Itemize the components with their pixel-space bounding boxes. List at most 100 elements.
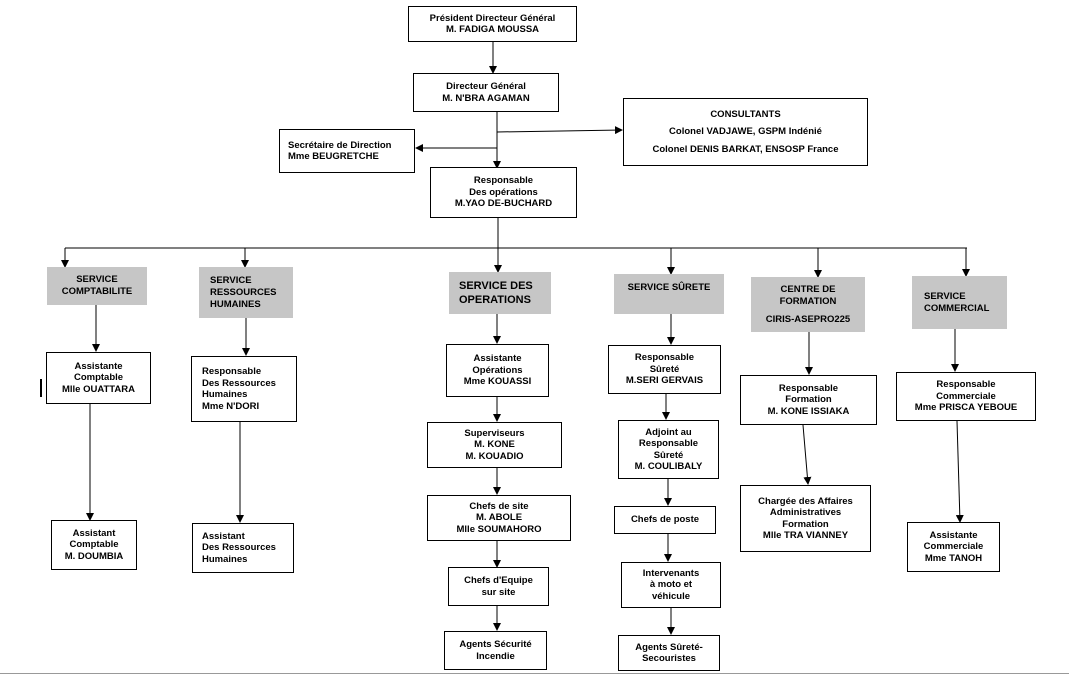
node-pdg: Président Directeur Général M. FADIGA MO… — [408, 6, 577, 42]
node-rh-responsable-l2: Des Ressources — [202, 377, 276, 389]
node-surete-agents-l2: Secouristes — [642, 653, 696, 664]
node-formation-responsable-l3: M. KONE ISSIAKA — [767, 405, 850, 417]
service-formation-line3: CIRIS-ASEPRO225 — [765, 313, 851, 325]
service-operations: SERVICE DES OPERATIONS — [449, 272, 551, 314]
node-dg-title: Directeur Général — [446, 81, 526, 92]
service-formation-line1: CENTRE DE — [780, 283, 836, 295]
service-commercial-line1: SERVICE — [924, 290, 966, 302]
node-compta-assistante-l1: Assistante — [74, 360, 123, 372]
node-commercial-responsable-l1: Responsable — [936, 379, 996, 391]
node-formation-responsable-l1: Responsable — [778, 382, 839, 394]
node-pdg-title: Président Directeur Général — [429, 12, 556, 24]
node-ops-agents-l1: Agents Sécurité — [459, 639, 532, 650]
node-compta-assistant: Assistant Comptable M. DOUMBIA — [51, 520, 137, 570]
service-comptabilite: SERVICE COMPTABILITE — [47, 267, 147, 305]
node-surete-responsable-l1: Responsable — [634, 352, 695, 364]
node-compta-assistante-l3: Mlle OUATTARA — [61, 383, 135, 395]
node-ops-chefs-site-l1: Chefs de site — [469, 500, 529, 512]
node-commercial-assistante-l2: Commerciale — [923, 541, 984, 553]
node-formation-chargee: Chargée des Affaires Administratives For… — [740, 485, 871, 552]
node-compta-assistant-l2: Comptable — [69, 539, 119, 551]
node-formation-responsable-l2: Formation — [785, 394, 832, 406]
service-operations-line2: OPERATIONS — [459, 294, 531, 306]
node-ops-chefs-equipe: Chefs d'Equipe sur site — [448, 567, 549, 606]
node-compta-assistant-l1: Assistant — [72, 527, 116, 539]
node-rh-responsable: Responsable Des Ressources Humaines Mme … — [191, 356, 297, 422]
node-dg-name: M. N'BRA AGAMAN — [442, 92, 530, 104]
node-ops-agents: Agents Sécurité Incendie — [444, 631, 547, 670]
consultant-2: Colonel DENIS BARKAT, ENSOSP France — [652, 143, 839, 155]
node-surete-responsable-l3: M.SERI GERVAIS — [625, 375, 704, 387]
service-formation: CENTRE DE FORMATION CIRIS-ASEPRO225 — [751, 277, 865, 332]
node-ops-agents-l2: Incendie — [476, 650, 515, 662]
node-commercial-assistante-l3: Mme TANOH — [924, 552, 983, 564]
node-surete-chefs-poste: Chefs de poste — [614, 506, 716, 534]
node-ops-chefs-site-l3: Mlle SOUMAHORO — [456, 523, 542, 535]
node-formation-chargee-l3: Formation — [782, 518, 829, 530]
node-formation-chargee-l2: Administratives — [769, 507, 842, 518]
service-operations-line1: SERVICE DES — [459, 280, 533, 292]
margin-mark — [40, 379, 42, 397]
node-surete-responsable: Responsable Sûreté M.SERI GERVAIS — [608, 345, 721, 394]
node-secretaire-name: Mme BEUGRETCHE — [288, 151, 379, 162]
node-ops-superviseurs: Superviseurs M. KONE M. KOUADIO — [427, 422, 562, 468]
node-surete-intervenants: Intervenants à moto et véhicule — [621, 562, 721, 608]
node-formation-chargee-l4: Mlle TRA VIANNEY — [762, 530, 849, 541]
node-commercial-assistante: Assistante Commerciale Mme TANOH — [907, 522, 1000, 572]
node-ops-head: Responsable Des opérations M.YAO DE-BUCH… — [430, 167, 577, 218]
node-ops-chefs-equipe-l1: Chefs d'Equipe — [464, 575, 533, 586]
node-surete-agents: Agents Sûreté- Secouristes — [618, 635, 720, 671]
node-secretaire-title: Secrétaire de Direction — [288, 139, 392, 151]
node-surete-adjoint-l1: Adjoint au — [645, 426, 692, 438]
node-rh-responsable-l1: Responsable — [202, 366, 262, 377]
node-ops-assistante-l1: Assistante — [473, 353, 522, 365]
node-consultants: CONSULTANTS Colonel VADJAWE, GSPM Indéni… — [623, 98, 868, 166]
node-ops-head-line2: Des opérations — [469, 186, 538, 198]
node-rh-assistant-l3: Humaines — [202, 553, 248, 565]
node-commercial-responsable-l2: Commerciale — [936, 390, 996, 402]
node-dg: Directeur Général M. N'BRA AGAMAN — [413, 73, 559, 112]
node-compta-assistante-l2: Comptable — [73, 372, 124, 384]
node-rh-responsable-l4: Mme N'DORI — [202, 400, 260, 412]
service-comptabilite-line2: COMPTABILITE — [61, 286, 133, 297]
node-surete-adjoint-l2: Responsable — [638, 438, 699, 449]
service-surete: SERVICE SÛRETE — [614, 274, 724, 314]
node-ops-head-line1: Responsable — [473, 175, 534, 187]
node-ops-assistante: Assistante Opérations Mme KOUASSI — [446, 344, 549, 397]
node-ops-superviseurs-l1: Superviseurs — [464, 427, 525, 439]
node-compta-assistante: Assistante Comptable Mlle OUATTARA — [46, 352, 151, 404]
node-surete-intervenants-l1: Intervenants — [642, 567, 700, 579]
node-surete-adjoint-l4: M. COULIBALY — [634, 461, 703, 472]
node-pdg-name: M. FADIGA MOUSSA — [445, 24, 540, 35]
consultant-1: Colonel VADJAWE, GSPM Indénié — [669, 126, 822, 138]
node-surete-adjoint: Adjoint au Responsable Sûreté M. COULIBA… — [618, 420, 719, 479]
service-rh-line2: RESSOURCES — [210, 286, 277, 298]
node-surete-intervenants-l2: à moto et — [649, 579, 693, 591]
page-bottom-rule — [0, 673, 1069, 674]
node-surete-intervenants-l3: véhicule — [651, 590, 691, 602]
node-ops-superviseurs-l3: M. KOUADIO — [465, 450, 524, 462]
node-ops-chefs-equipe-l2: sur site — [481, 586, 516, 598]
node-rh-assistant: Assistant Des Ressources Humaines — [192, 523, 294, 573]
node-surete-agents-l1: Agents Sûreté- — [635, 641, 703, 653]
node-compta-assistant-l3: M. DOUMBIA — [64, 550, 124, 562]
node-surete-responsable-l2: Sûreté — [649, 363, 680, 375]
node-surete-adjoint-l3: Sûreté — [653, 449, 684, 461]
service-commercial-line2: COMMERCIAL — [924, 302, 990, 314]
service-rh-line3: HUMAINES — [210, 298, 261, 310]
node-rh-assistant-l2: Des Ressources — [202, 542, 276, 554]
service-rh: SERVICE RESSOURCES HUMAINES — [199, 267, 293, 318]
node-ops-assistante-l3: Mme KOUASSI — [463, 376, 532, 388]
service-comptabilite-line1: SERVICE — [76, 274, 118, 285]
service-formation-line2: FORMATION — [779, 295, 837, 307]
service-commercial: SERVICE COMMERCIAL — [912, 276, 1007, 329]
service-rh-line1: SERVICE — [210, 274, 252, 286]
node-secretaire: Secrétaire de Direction Mme BEUGRETCHE — [279, 129, 415, 173]
node-ops-assistante-l2: Opérations — [472, 364, 523, 376]
consultants-title: CONSULTANTS — [710, 108, 781, 120]
node-formation-chargee-l1: Chargée des Affaires — [758, 495, 853, 507]
node-rh-responsable-l3: Humaines — [202, 389, 248, 400]
node-surete-chefs-poste-l1: Chefs de poste — [630, 514, 700, 526]
node-formation-responsable: Responsable Formation M. KONE ISSIAKA — [740, 375, 877, 425]
